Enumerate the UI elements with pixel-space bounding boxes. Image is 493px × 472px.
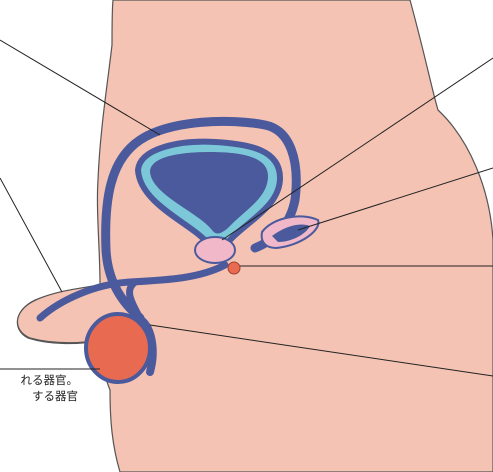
caption-line-2: する器官 (0, 388, 78, 404)
leader-line-penis (0, 178, 62, 292)
caption-block: れる器官。 する器官 (0, 372, 78, 416)
bulbourethral-gland (228, 262, 240, 274)
prostate (195, 237, 235, 263)
body-silhouette (17, 0, 493, 472)
caption-line-1: れる器官。 (0, 372, 78, 388)
